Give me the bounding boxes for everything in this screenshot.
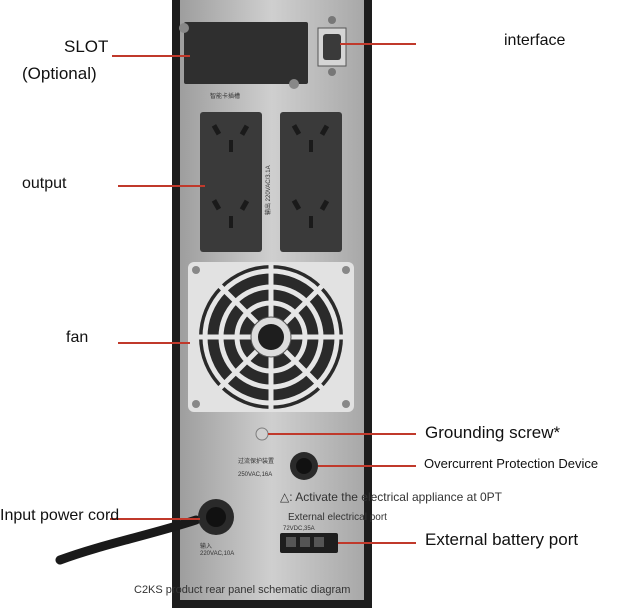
grounding-screw <box>255 427 269 441</box>
slot-optional-label: (Optional) <box>22 64 97 83</box>
diagram-caption: C2KS product rear panel schematic diagra… <box>134 584 351 596</box>
output-rating-text: 输出 220VAC/3.1A <box>264 165 272 215</box>
external-electrical-port-note: External electrical port <box>288 512 387 523</box>
fan-label: fan <box>66 329 89 346</box>
slot-caption: 智能卡插槽 <box>210 92 240 100</box>
input-rating: 220VAC,10A <box>200 551 234 557</box>
external-battery-port-label: External battery port <box>425 530 579 549</box>
interface-label: interface <box>504 32 566 49</box>
battery-rating: 72VDC,35A <box>283 526 315 532</box>
overcurrent-label: Overcurrent Protection Device <box>424 456 599 471</box>
output-socket-right <box>280 112 342 252</box>
breaker-rating: 250VAC,16A <box>238 472 272 478</box>
input-caption: 输入 <box>200 542 212 550</box>
slot-label: SLOT <box>64 37 109 56</box>
leader-lines <box>110 43 416 544</box>
interface-connector <box>317 16 347 76</box>
activate-note: △: Activate the electrical appliance at … <box>280 490 503 504</box>
output-label: output <box>22 175 67 192</box>
input-power-cord <box>55 499 234 565</box>
grounding-screw-label: Grounding screw* <box>425 423 561 442</box>
output-socket-left <box>200 112 262 252</box>
input-power-cord-label: Input power cord <box>0 507 120 524</box>
slot-cover <box>179 22 308 89</box>
fan-guard <box>188 262 354 412</box>
external-battery-port <box>280 533 338 553</box>
breaker-caption: 过流保护装置 <box>238 457 274 465</box>
overcurrent-breaker <box>290 452 318 480</box>
